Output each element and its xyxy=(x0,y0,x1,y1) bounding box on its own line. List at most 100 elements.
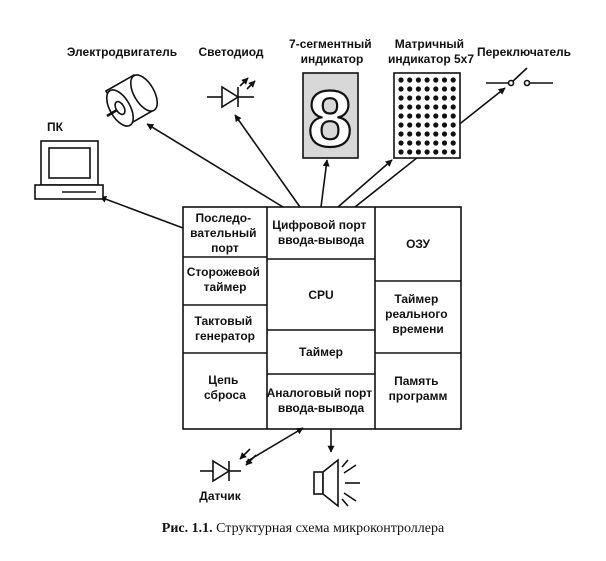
block-real-time-clock: Таймер реального времени xyxy=(385,292,451,336)
block-clock-generator: Тактовый генератор xyxy=(194,314,255,343)
matrix-dot xyxy=(415,149,421,155)
matrix-dot xyxy=(398,149,404,155)
matrix-dot xyxy=(433,113,439,119)
speaker-icon xyxy=(313,458,360,508)
matrix-dot xyxy=(407,86,413,92)
sensor-icon xyxy=(200,448,257,483)
matrix-dot xyxy=(433,140,439,146)
matrix-dot xyxy=(433,122,439,128)
matrix-dot xyxy=(450,140,456,146)
matrix-dot xyxy=(407,77,413,83)
matrix-dot xyxy=(424,131,430,137)
arrow-to-motor xyxy=(146,123,284,208)
matrix-dot xyxy=(407,122,413,128)
matrix-dot xyxy=(415,113,421,119)
matrix-dot xyxy=(415,86,421,92)
matrix-dot xyxy=(407,95,413,101)
matrix-dot xyxy=(441,95,448,101)
matrix-dot xyxy=(424,113,430,119)
caption-prefix: Рис. 1.1. xyxy=(161,521,213,536)
block-serial-port: Последо- вательный порт xyxy=(190,211,260,255)
matrix-dot xyxy=(441,131,448,137)
label-led: Светодиод xyxy=(198,45,263,59)
switch-icon xyxy=(486,67,553,87)
matrix-dot xyxy=(424,104,430,110)
chip-outline xyxy=(182,206,462,430)
matrix-dot xyxy=(398,113,404,119)
matrix-dot xyxy=(441,122,448,128)
motor-icon xyxy=(104,73,159,128)
svg-text:8: 8 xyxy=(308,74,353,163)
label-matrix: Матричный индикатор 5x7 xyxy=(388,37,474,66)
matrix-dot xyxy=(398,86,404,92)
matrix-dot xyxy=(415,95,421,101)
arrow-to-led xyxy=(234,114,301,208)
label-motor: Электродвигатель xyxy=(67,45,177,59)
matrix-dot xyxy=(441,86,448,92)
matrix-dot xyxy=(433,131,439,137)
matrix-dot xyxy=(415,77,421,83)
matrix-dot xyxy=(441,77,448,83)
matrix-dot xyxy=(407,104,413,110)
matrix-dot xyxy=(450,77,456,83)
matrix-dot xyxy=(424,122,430,128)
block-ram: ОЗУ xyxy=(406,237,430,251)
matrix-dot xyxy=(424,95,430,101)
matrix-dot xyxy=(415,122,421,128)
block-reset-circuit: Цепь сброса xyxy=(204,373,246,402)
matrix-dot xyxy=(398,77,404,83)
label-sensor: Датчик xyxy=(199,489,241,503)
block-analog-io-port: Аналоговый порт ввода-вывода xyxy=(267,386,376,415)
arrow-to-matrix xyxy=(337,159,393,208)
matrix-dot xyxy=(424,77,430,83)
block-program-memory: Память программ xyxy=(389,374,448,403)
matrix-dot xyxy=(398,140,404,146)
matrix-dot xyxy=(450,149,456,155)
matrix-dot xyxy=(450,122,456,128)
matrix-dot xyxy=(433,95,439,101)
caption-text: Структурная схема микроконтроллера xyxy=(216,521,445,536)
matrix-dot xyxy=(433,104,439,110)
matrix-dot xyxy=(450,95,456,101)
matrix-dot xyxy=(433,77,439,83)
block-cpu: CPU xyxy=(308,288,333,302)
matrix-dot xyxy=(407,140,413,146)
matrix-dot xyxy=(441,113,448,119)
matrix-dot xyxy=(424,140,430,146)
pc-icon xyxy=(34,140,104,200)
matrix-dot xyxy=(450,131,456,137)
matrix-dot xyxy=(433,149,439,155)
matrix-dot xyxy=(450,113,456,119)
matrix-dot xyxy=(450,86,456,92)
label-seven-segment: 7-сегментный индикатор xyxy=(289,37,375,66)
matrix-dot xyxy=(407,131,413,137)
matrix-dot xyxy=(441,104,448,110)
matrix-dot xyxy=(398,104,404,110)
matrix-dot xyxy=(441,140,448,146)
matrix-dot xyxy=(441,149,448,155)
matrix-dot xyxy=(398,131,404,137)
led-icon xyxy=(207,77,256,109)
matrix-dot xyxy=(424,149,430,155)
matrix-dot xyxy=(450,104,456,110)
matrix-dot xyxy=(424,86,430,92)
block-watchdog-timer: Сторожевой таймер xyxy=(187,265,264,294)
block-timer: Таймер xyxy=(299,345,343,359)
matrix-dot xyxy=(398,95,404,101)
matrix-dot xyxy=(415,131,421,137)
label-pc: ПК xyxy=(47,120,64,134)
matrix-dot xyxy=(415,140,421,146)
matrix-dot xyxy=(407,149,413,155)
matrix-indicator-icon xyxy=(393,72,461,159)
arrow-to-seven-segment xyxy=(320,159,330,208)
matrix-dot xyxy=(433,86,439,92)
figure-caption: Рис. 1.1. Структурная схема микроконтрол… xyxy=(0,521,606,537)
matrix-dot xyxy=(407,113,413,119)
arrow-to-pc xyxy=(99,195,184,229)
block-digital-io-port: Цифровой порт ввода-вывода xyxy=(272,218,370,247)
matrix-dot xyxy=(415,104,421,110)
seven-segment-icon: 8 xyxy=(302,72,359,164)
label-switch: Переключатель xyxy=(477,45,571,59)
matrix-dot xyxy=(398,122,404,128)
